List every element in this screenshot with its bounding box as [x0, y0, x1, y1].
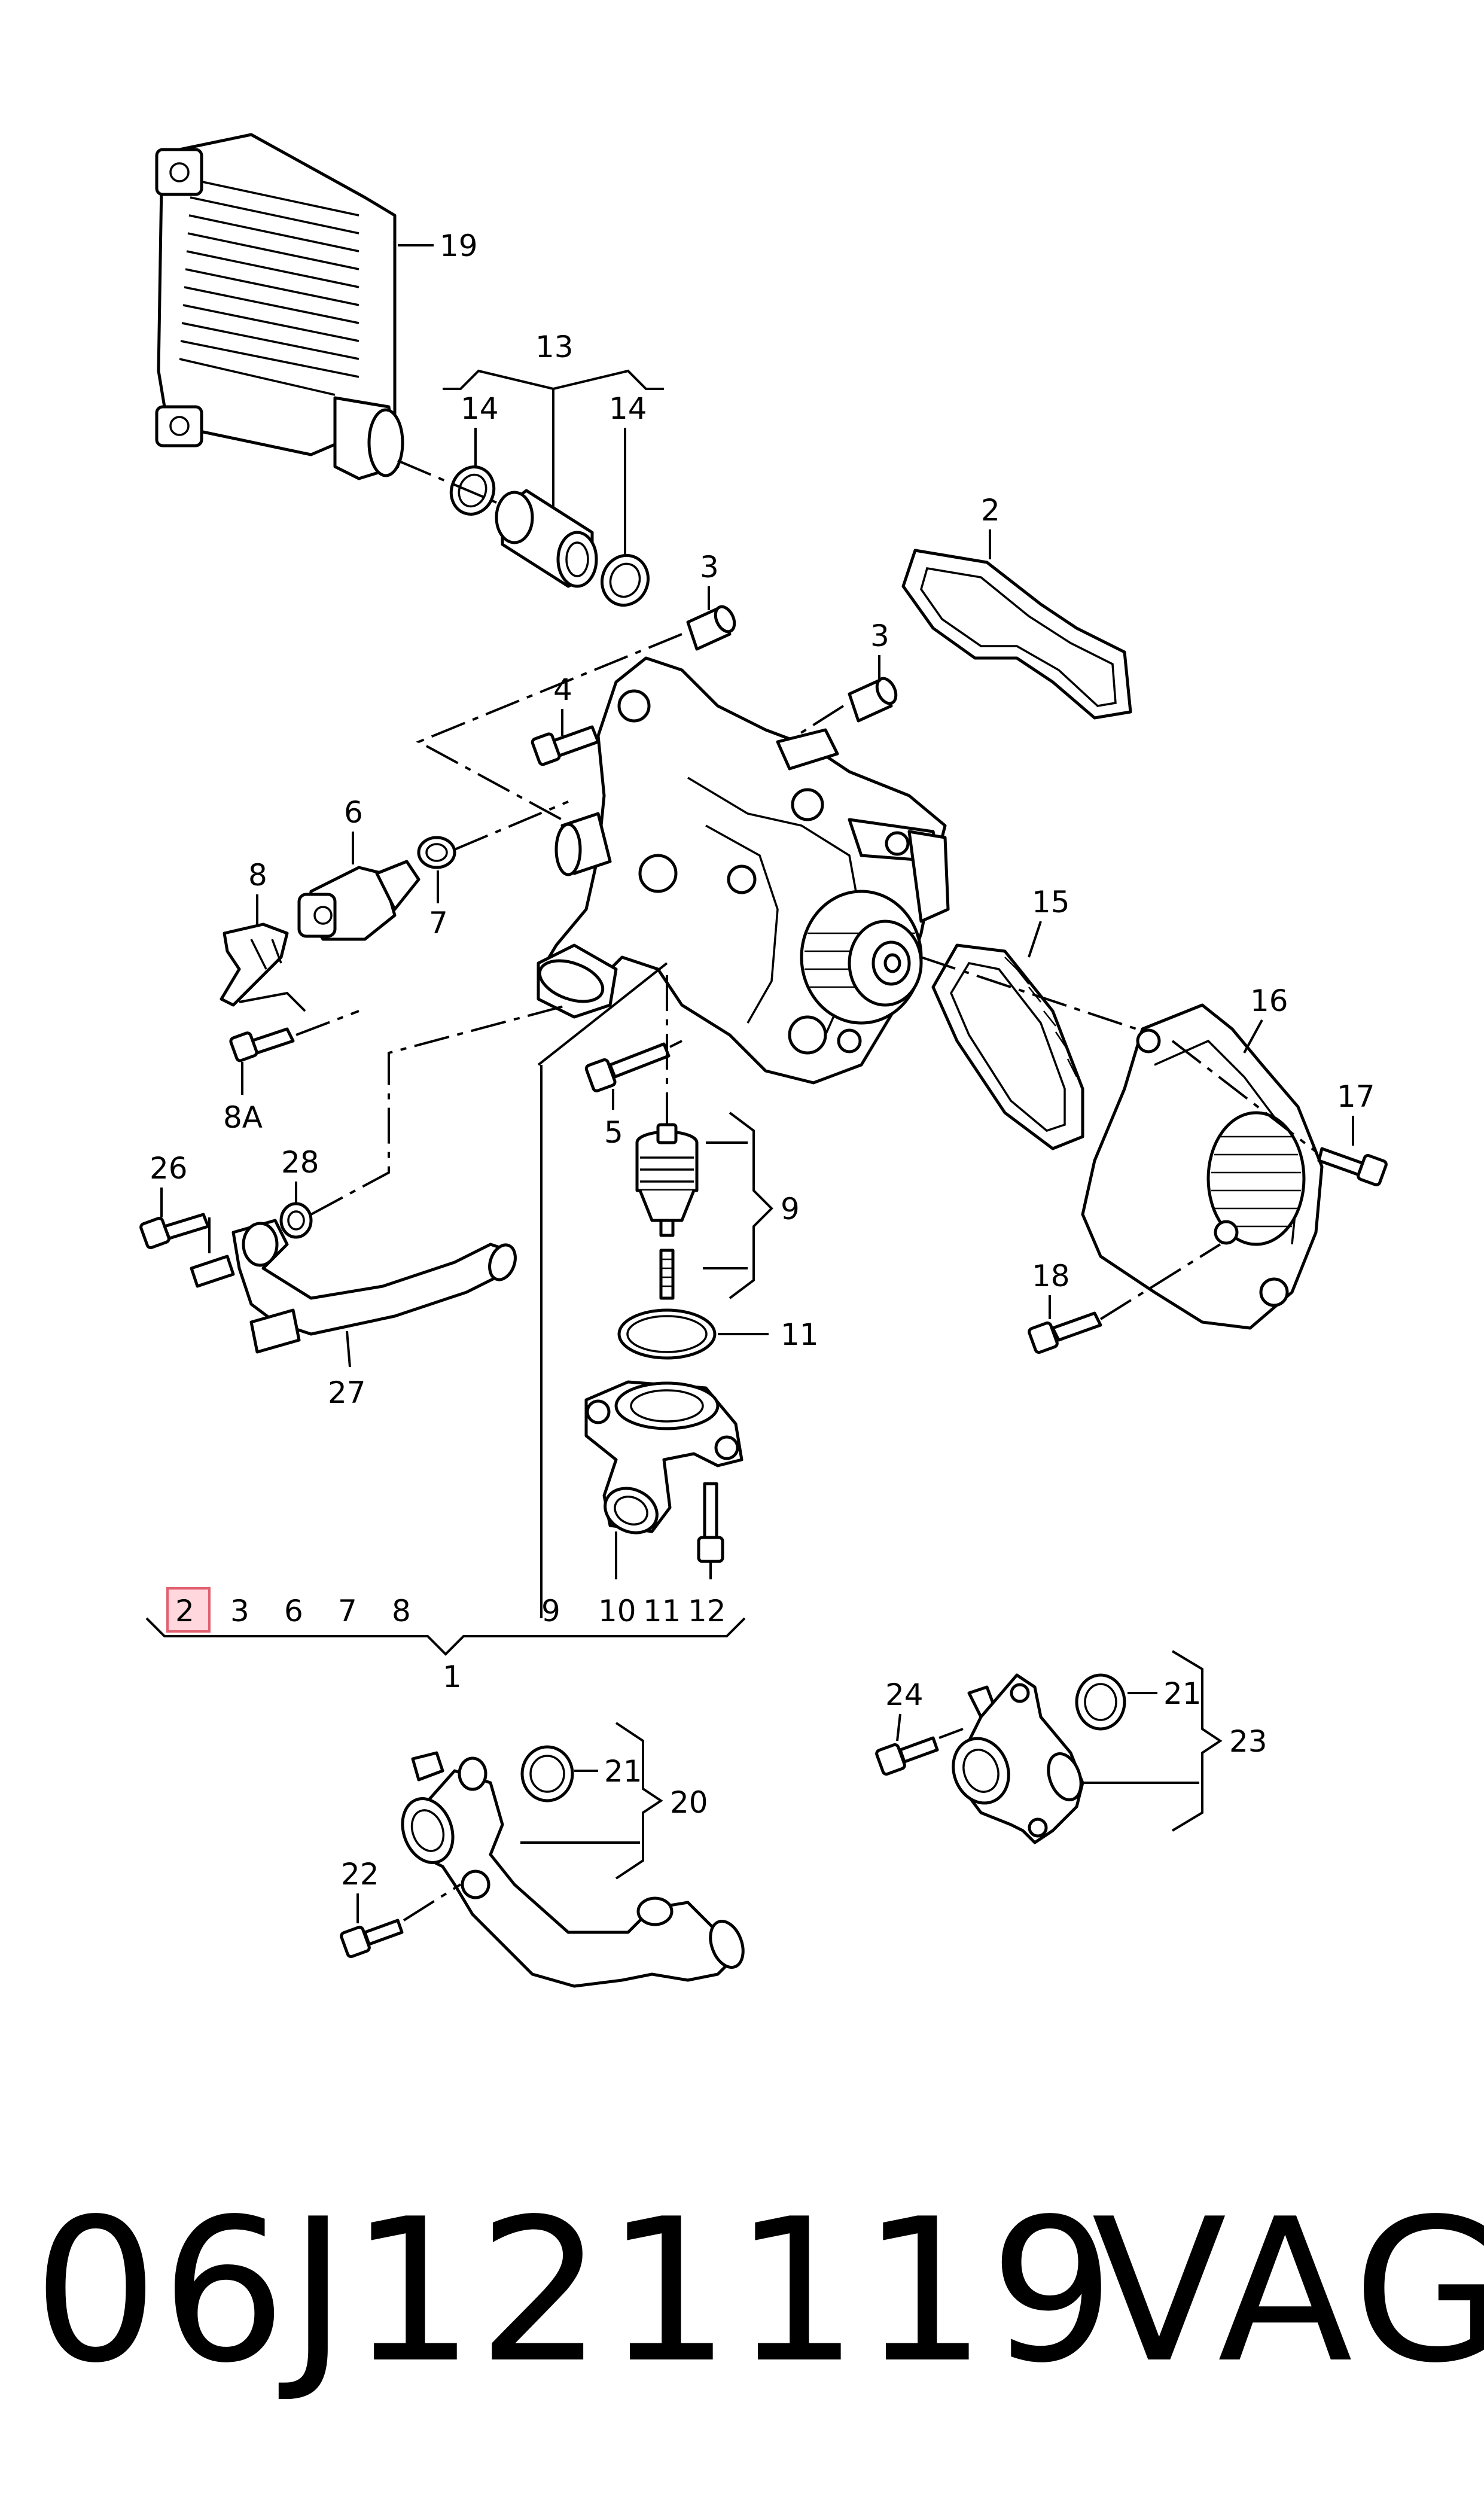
kit-item-2: 2: [175, 1594, 194, 1628]
bolt-24: [875, 1736, 939, 1776]
bolt-12: [697, 1482, 724, 1563]
bolt-17: [1317, 1147, 1388, 1187]
kit-item-6: 6: [284, 1594, 303, 1628]
kit-item-11: 11: [643, 1594, 681, 1628]
kit-item-8: 8: [392, 1594, 411, 1628]
bolt-22: [340, 1919, 404, 1959]
o-ring-11: [617, 1308, 717, 1360]
callout-5: 5: [604, 1115, 623, 1150]
kit-item-12: 12: [688, 1594, 726, 1628]
bolt-26: [139, 1213, 210, 1250]
timing-cover-16: [1081, 1003, 1324, 1330]
coolant-flange-23: [952, 1673, 1084, 1844]
coolant-pipe-20: [401, 1751, 745, 1988]
bolt-4: [531, 725, 600, 766]
callout-7: 7: [429, 906, 448, 940]
callout-14b: 14: [609, 391, 647, 426]
callout-4: 4: [553, 672, 572, 707]
kit-item-10: 10: [598, 1594, 636, 1628]
bolt-8a: [229, 1027, 295, 1062]
water-pump-housing: [537, 656, 950, 1085]
kit-item-7: 7: [338, 1594, 357, 1628]
callout-2: 2: [981, 493, 1000, 528]
callout-28: 28: [281, 1145, 319, 1180]
kit-total-1: 1: [443, 1660, 462, 1694]
kit-item-3: 3: [230, 1594, 249, 1628]
callout-27: 27: [328, 1375, 366, 1410]
callout-8: 8: [248, 858, 267, 893]
oil-cooler: [155, 133, 404, 480]
coolant-pipe-27: [190, 1219, 517, 1354]
callout-23: 23: [1229, 1724, 1267, 1759]
callout-15: 15: [1032, 885, 1070, 919]
o-ring-28: [279, 1202, 313, 1239]
bolt-18: [1028, 1311, 1102, 1354]
callout-21a: 21: [604, 1754, 642, 1789]
callout-22: 22: [341, 1857, 379, 1892]
o-ring-14b: [601, 553, 650, 607]
callout-19: 19: [440, 229, 478, 263]
callout-6: 6: [344, 795, 363, 830]
kit-item-9: 9: [541, 1594, 560, 1628]
o-ring-21a: [520, 1745, 574, 1803]
callout-3a: 3: [700, 550, 719, 584]
o-ring-14a: [449, 465, 496, 516]
callout-26: 26: [150, 1151, 188, 1186]
callout-13: 13: [535, 330, 574, 364]
callout-3b: 3: [870, 619, 889, 653]
thermostat-9: [635, 1123, 699, 1300]
footer: 06J121119 VAG: [33, 2176, 1484, 2406]
bolt-5: [584, 1042, 671, 1092]
callout-highlight: [166, 1587, 211, 1633]
callout-9: 9: [781, 1192, 800, 1226]
callout-17: 17: [1337, 1079, 1375, 1114]
part-number: 06J121119: [33, 2176, 1117, 2406]
dowel-pin-3a: [686, 605, 736, 651]
kit-bracket-1: 2 3 6 7 8 9 1: [145, 1065, 746, 1694]
callout-14a: 14: [461, 391, 499, 426]
callout-11: 11: [781, 1317, 819, 1352]
callout-24: 24: [885, 1677, 924, 1712]
callout-18: 18: [1032, 1259, 1070, 1293]
callout-16: 16: [1250, 984, 1288, 1018]
callout-21b: 21: [1163, 1676, 1202, 1711]
callout-20: 20: [670, 1785, 708, 1820]
callout-8a: 8A: [223, 1100, 263, 1135]
thermostat-cover-10: [584, 1380, 743, 1534]
o-ring-7: [417, 836, 456, 869]
o-ring-21b: [1075, 1673, 1126, 1731]
gasket-2: [901, 549, 1132, 720]
dowel-pin-3b: [848, 677, 898, 723]
connector-13: [495, 489, 598, 588]
temperature-sensor-6: [297, 860, 420, 941]
brand-name: VAG: [1092, 2176, 1484, 2406]
retaining-clip-8: [220, 922, 289, 1007]
toothed-belt-15: [931, 943, 1084, 1150]
